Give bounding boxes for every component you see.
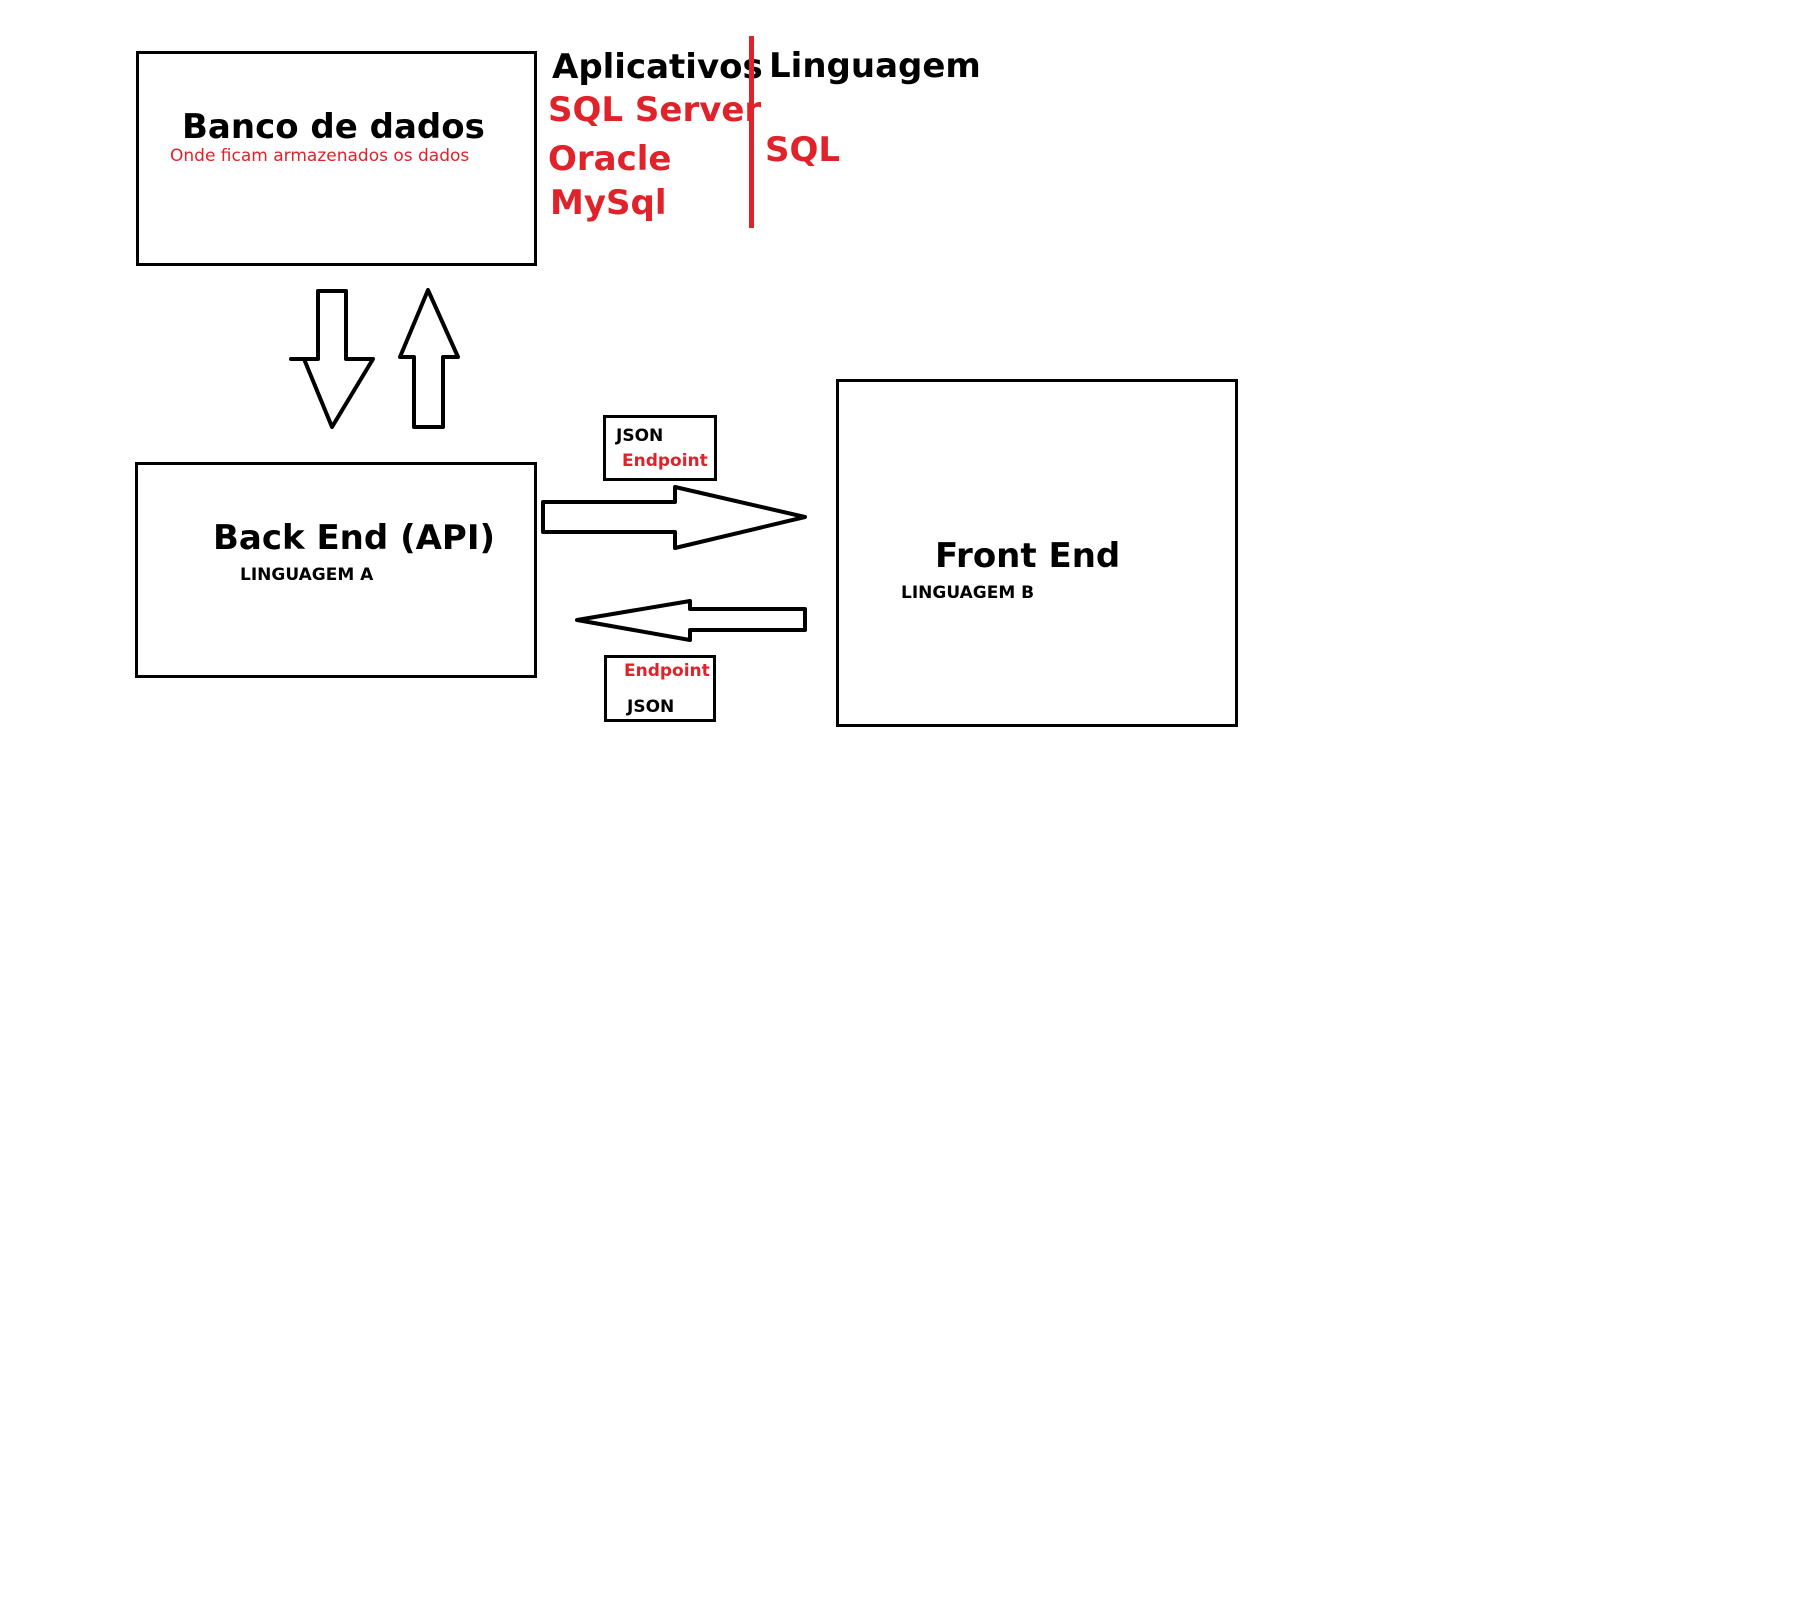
database-box	[136, 51, 537, 266]
response-label-box	[604, 655, 716, 722]
language-value: SQL	[765, 130, 841, 170]
request-endpoint-label: Endpoint	[622, 451, 708, 471]
request-format-label: JSON	[616, 426, 664, 446]
arrow-up-backend-to-db	[398, 288, 460, 429]
response-format-label: JSON	[627, 697, 675, 717]
response-endpoint-label: Endpoint	[624, 661, 710, 681]
frontend-box	[836, 379, 1238, 727]
frontend-title: Front End	[935, 536, 1121, 576]
app-item-sql-server: SQL Server	[548, 90, 762, 130]
backend-subtitle: LINGUAGEM A	[240, 565, 374, 585]
request-label-box	[603, 415, 717, 481]
arrow-left-frontend-to-backend	[575, 599, 807, 642]
app-item-oracle: Oracle	[548, 139, 672, 179]
frontend-subtitle: LINGUAGEM B	[901, 583, 1035, 603]
backend-box	[135, 462, 537, 678]
database-subtitle: Onde ficam armazenados os dados	[170, 146, 470, 166]
column-divider	[749, 36, 754, 228]
language-header: Linguagem	[769, 46, 981, 86]
database-title: Banco de dados	[182, 107, 485, 147]
backend-title: Back End (API)	[213, 518, 496, 558]
arrow-right-backend-to-frontend	[541, 485, 807, 550]
apps-header: Aplicativos	[552, 47, 763, 87]
arrow-down-db-to-backend	[289, 289, 375, 429]
app-item-mysql: MySql	[550, 183, 667, 223]
